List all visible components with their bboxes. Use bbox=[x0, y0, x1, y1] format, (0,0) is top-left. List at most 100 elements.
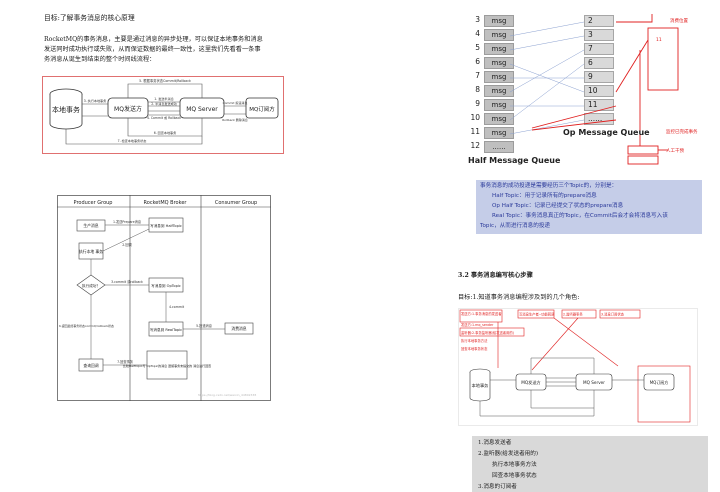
op-queue-cell: 3 bbox=[584, 29, 614, 41]
local-transaction-db: 本地事务 bbox=[49, 88, 83, 130]
red-note-monitor: 监控已完成事务 bbox=[666, 130, 698, 135]
page-gutter bbox=[300, 0, 440, 492]
box-compare-topics: 比较HalfTopic与 OpTopic的消息 遗留事务未提交的 消息进行回查 bbox=[123, 363, 211, 368]
roles-item-3: 3.消息的订阅者 bbox=[478, 484, 517, 490]
half-queue-index: 6 bbox=[475, 57, 480, 66]
fig3-red-exec-local: 执行本地事务方法 bbox=[461, 338, 488, 343]
op-queue-cell: ...... bbox=[584, 113, 614, 125]
fig1-step7: 7. 检查本地事务状态 bbox=[118, 138, 147, 143]
half-queue-cell: ...... bbox=[484, 141, 514, 153]
half-queue-cell: msg bbox=[484, 99, 514, 111]
red-note-manual: 人工干预 bbox=[666, 149, 684, 154]
fig3-red-listener: 2.监听器事务 bbox=[563, 312, 583, 317]
fig1-step1: 1. 发送半消息 bbox=[154, 96, 173, 101]
box-produce: 生产消息 bbox=[83, 223, 98, 228]
edge-send-prepare: 1.发送Prepare消息 bbox=[113, 219, 141, 224]
queue-arrows bbox=[509, 14, 679, 165]
fig3-subscriber: MQ订阅方 bbox=[650, 379, 669, 385]
half-queue-index: 8 bbox=[475, 85, 480, 94]
half-queue-cell: msg bbox=[484, 85, 514, 97]
box-consume: 消费消息 bbox=[231, 326, 246, 331]
red-note-consume-position: 消费位置 bbox=[670, 19, 688, 24]
fig3-red-producer: 写消息生产者--功能回调 bbox=[519, 312, 555, 317]
box-exec-local: 执行本地 事务 bbox=[79, 249, 103, 254]
op-queue-cell: 2 bbox=[584, 15, 614, 27]
box-realtopic: 写消息到 RealTopic bbox=[150, 327, 182, 332]
half-queue-cell: msg bbox=[484, 29, 514, 41]
op-queue-title: Op Message Queue bbox=[563, 128, 650, 137]
fig3-red-tx-listener: 监听器:2.事务监听器(给发送者用的) bbox=[461, 330, 514, 335]
half-queue-index: 3 bbox=[475, 15, 480, 24]
fig3-red-check-status: 回查本地事务状态 bbox=[461, 346, 488, 351]
op-queue-cell: 6 bbox=[584, 57, 614, 69]
lane-broker: RocketMQ Broker bbox=[144, 200, 188, 206]
red-note-small-index: 11 bbox=[656, 38, 662, 43]
fig3-red-mq-sender: 发送方:1.mq_sender bbox=[461, 322, 494, 327]
producer-label: MQ发送方 bbox=[114, 105, 142, 113]
roles-item-1: 1.消息发送者 bbox=[478, 440, 512, 446]
edge-callback: 2.回调 bbox=[122, 242, 131, 247]
left-document-page: 目标:了解事务消息的核心原理 RocketMQ的事务消息，主要是通过消息的异步处… bbox=[0, 0, 300, 492]
lane-producer-group: Producer Group bbox=[74, 200, 113, 206]
edge-deliver: 5.投递消息 bbox=[196, 323, 212, 328]
fig3-local-tx: 本地事务 bbox=[472, 382, 490, 389]
subscriber-label: MQ订阅方 bbox=[249, 105, 275, 113]
fig1-step3: 3. 执行本地事务 bbox=[84, 98, 107, 103]
half-queue-index: 12 bbox=[470, 141, 480, 150]
section-heading: 目标:了解事务消息的核心原理 bbox=[44, 14, 135, 22]
half-queue-index: 11 bbox=[470, 127, 480, 136]
fig1-rollback-delete: Rollback 删除消息 bbox=[222, 117, 248, 122]
edge-return-status: 6.返回最终事务状态commit/rollback状态 bbox=[59, 323, 114, 328]
transaction-timeline-figure: 本地事务 MQ发送方 MQ Server MQ订阅方 5. 根据事务状态Comm… bbox=[42, 76, 284, 154]
paragraph-line-3: 务消息从诞生到结束的整个时间线流程： bbox=[44, 56, 156, 63]
box-exec-success: 执行成功？ bbox=[82, 283, 100, 288]
section-3-2-title: 3.2 事务消息编写核心步骤 bbox=[458, 272, 533, 279]
half-queue-index: 5 bbox=[475, 43, 480, 52]
roles-summary-box bbox=[472, 436, 708, 492]
roles-item-2: 2.监听器(给发送者用的) bbox=[478, 451, 539, 457]
topics-note-line-4: Real Topic：事务消息真正的Topic，在Commit后会才会将消息写入… bbox=[492, 213, 668, 219]
topics-note-line-2: Half Topic：用于记录所有的prepare消息 bbox=[492, 193, 597, 199]
half-queue-cell: msg bbox=[484, 71, 514, 83]
roles-item-2a: 执行本地事务方法 bbox=[492, 462, 537, 468]
half-queue-cell: msg bbox=[484, 43, 514, 55]
fig1-step6: 6. 回查本地事务 bbox=[154, 130, 177, 135]
fig3-red-subscribe: 3.消息订阅状态 bbox=[601, 312, 625, 317]
box-optopic: 写消息到 OpTopic bbox=[151, 283, 181, 288]
op-queue-cell: 9 bbox=[584, 71, 614, 83]
fig1-step2: 2. 半消息发送成功 bbox=[151, 101, 177, 106]
edge-check-back: 7.回查事务 bbox=[117, 359, 134, 364]
lane-consumer-group: Consumer Group bbox=[215, 200, 257, 206]
half-queue-cell: msg bbox=[484, 127, 514, 139]
fig3-red-sender: 发送方:1.事务消息的发送者 bbox=[461, 311, 502, 316]
local-tx-label: 本地事务 bbox=[52, 105, 80, 114]
half-queue-index: 9 bbox=[475, 99, 480, 108]
half-queue-index: 4 bbox=[475, 29, 480, 38]
fig1-commit-deliver: Commit 投递消息 bbox=[223, 100, 248, 105]
subscriber-box bbox=[245, 97, 279, 119]
paragraph-line-2: 发送同时成功执行或失败，从而保证数据的最终一致性，这里我们先看看一条事 bbox=[44, 46, 261, 53]
topics-note-line-3: Op Half Topic：记录已经提交了状态的prepare消息 bbox=[492, 203, 624, 209]
half-queue-index: 7 bbox=[475, 71, 480, 80]
figure-watermark: https://blog.csdn.net/weixin_44802338 bbox=[198, 393, 257, 397]
three-topics-note bbox=[476, 180, 702, 234]
transaction-swimlane-figure: Producer Group RocketMQ Broker Consumer … bbox=[57, 195, 271, 401]
box-check-callback: 查询回调 bbox=[83, 363, 98, 368]
topics-note-line-5: Topic，从而进行消息的投递 bbox=[480, 223, 551, 229]
half-queue-title: Half Message Queue bbox=[468, 156, 561, 165]
box-halftopic: 写消息到 HalfTopic bbox=[150, 223, 182, 228]
roles-annotated-figure: 发送方:1.事务消息的发送者 写消息生产者--功能回调 2.监听器事务 3.消息… bbox=[458, 308, 698, 426]
roles-item-2b: 回查本地事务状态 bbox=[492, 473, 537, 479]
half-queue-cell: msg bbox=[484, 113, 514, 125]
mq-server-label: MQ Server bbox=[186, 106, 218, 113]
half-queue-cell: msg bbox=[484, 15, 514, 27]
op-queue-cell: 7 bbox=[584, 43, 614, 55]
fig3-server: MQ Server bbox=[583, 380, 605, 385]
goal-text: 目标:1.知道事务消息编程涉及到的几个角色: bbox=[458, 294, 580, 301]
fig3-producer: MQ发送方 bbox=[521, 379, 540, 386]
paragraph-line-1: RocketMQ的事务消息，主要是通过消息的异步处理，可以保证本地事务和消息 bbox=[44, 36, 263, 43]
edge-commit-rollback: 3.commit 或rollback bbox=[111, 279, 143, 284]
op-queue-cell: 10 bbox=[584, 85, 614, 97]
half-queue-index: 10 bbox=[470, 113, 480, 122]
